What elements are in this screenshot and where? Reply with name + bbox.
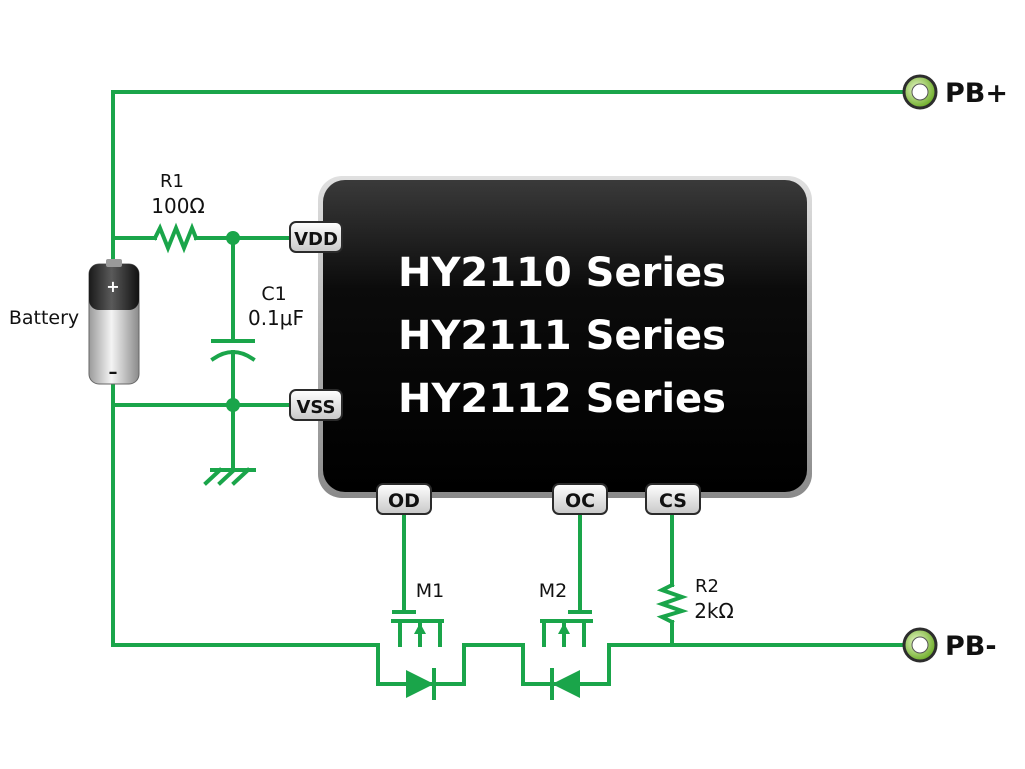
pin-oc: OC [552,483,608,515]
c1-capacitor [210,339,256,362]
pin-od-label: OD [388,490,420,512]
r2-value-label: 2kΩ [694,599,734,623]
junction-dot [226,398,240,412]
r2-name-label: R2 [695,576,719,597]
r2-resistor [655,582,689,625]
pin-cs: CS [645,483,701,515]
m1-mosfet [376,610,466,700]
chip-line-3: HY2112 Series [398,376,726,422]
r1-name-label: R1 [160,171,184,192]
pb-plus-label: PB+ [945,78,1008,109]
chip-line-1: HY2110 Series [398,250,726,296]
pb-plus-terminal [902,74,938,110]
c1-name-label: C1 [261,283,286,305]
battery-icon [88,259,140,385]
pin-vss: VSS [289,389,343,421]
r1-resistor [152,222,199,254]
ic-chip [318,176,812,498]
pin-od: OD [376,483,432,515]
junction-dot [226,231,240,245]
pb-minus-label: PB- [945,631,997,662]
battery-minus-sign: – [109,362,118,383]
pin-oc-label: OC [565,490,595,512]
bottom-left-wire [111,403,380,647]
c1-value-label: 0.1μF [248,306,304,330]
r1-value-label: 100Ω [151,194,204,218]
pin-vdd-label: VDD [294,229,338,250]
chip-line-2: HY2111 Series [398,313,726,359]
m2-label: M2 [539,580,567,602]
battery-plus-sign: + [106,277,119,296]
pb-minus-terminal [902,627,938,663]
battery-label: Battery [9,307,79,329]
ground-icon [203,467,256,486]
m2-mosfet [521,610,611,700]
pb-plus-wire [111,90,906,270]
pin-cs-label: CS [659,490,687,512]
pin-vdd: VDD [289,221,343,253]
pin-vss-label: VSS [296,397,335,418]
m1-label: M1 [416,580,444,602]
